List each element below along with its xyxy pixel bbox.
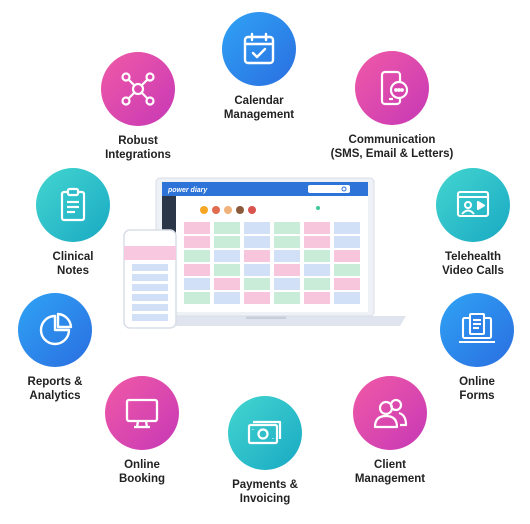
avatar-row — [200, 206, 256, 214]
calendar-cell — [244, 250, 270, 262]
money-icon — [228, 396, 302, 470]
phone-list — [132, 264, 168, 321]
calendar-cell — [244, 264, 270, 276]
calendar-cell — [214, 292, 240, 304]
calendar-cell — [184, 292, 210, 304]
laptop-notch — [246, 316, 286, 319]
calendar-cell — [274, 278, 300, 290]
feature-online-booking: Online Booking — [67, 376, 217, 486]
calendar-cell — [184, 222, 210, 234]
monitor-icon — [105, 376, 179, 450]
feature-label: Online Forms — [459, 376, 495, 402]
phone-list-row — [132, 304, 168, 311]
feature-telehealth: Telehealth Video Calls — [398, 168, 530, 278]
calendar-cell — [334, 236, 360, 248]
feature-integrations: Robust Integrations — [63, 52, 213, 162]
calendar-cell — [214, 264, 240, 276]
calendar-cell — [334, 250, 360, 262]
calendar-cell — [214, 250, 240, 262]
feature-client-management: Client Management — [315, 376, 465, 486]
calendar-cell — [304, 250, 330, 262]
calendar-cell — [184, 250, 210, 262]
feature-label: Online Booking — [119, 459, 165, 485]
calendar-check-icon — [222, 12, 296, 86]
phone-list-row — [132, 314, 168, 321]
calendar-cell — [214, 222, 240, 234]
network-icon — [101, 52, 175, 126]
feature-reports: Reports & Analytics — [0, 293, 130, 403]
calendar-cell — [334, 222, 360, 234]
calendar-cell — [184, 264, 210, 276]
feature-label: Communication (SMS, Email & Letters) — [330, 134, 454, 160]
feature-label: Telehealth Video Calls — [442, 251, 504, 277]
status-dot — [316, 206, 320, 210]
calendar-cell — [274, 264, 300, 276]
feature-payments: Payments & Invoicing — [190, 396, 340, 506]
calendar-cell — [274, 222, 300, 234]
calendar-cell — [244, 278, 270, 290]
feature-label: Client Management — [354, 459, 426, 485]
calendar-cell — [274, 292, 300, 304]
feature-label: Payments & Invoicing — [232, 479, 298, 505]
phone-highlight-row — [124, 246, 176, 260]
feature-label: Clinical Notes — [52, 251, 94, 277]
feature-label: Reports & Analytics — [27, 376, 83, 402]
calendar-cell — [184, 278, 210, 290]
calendar-cell — [184, 236, 210, 248]
calendar-cell — [304, 236, 330, 248]
pie-chart-icon — [18, 293, 92, 367]
calendar-cell — [304, 292, 330, 304]
feature-communication: Communication (SMS, Email & Letters) — [317, 51, 467, 161]
calendar-cell — [304, 278, 330, 290]
calendar-cell — [214, 236, 240, 248]
feature-label: Calendar Management — [223, 95, 295, 121]
feature-online-forms: Online Forms — [402, 293, 530, 403]
calendar-grid — [184, 222, 360, 304]
feature-clinical-notes: Clinical Notes — [0, 168, 148, 278]
calendar-cell — [304, 222, 330, 234]
users-icon — [353, 376, 427, 450]
laptop-base — [142, 316, 406, 326]
phone-list-row — [132, 264, 168, 271]
form-icon — [440, 293, 514, 367]
search-icon — [341, 186, 347, 192]
calendar-cell — [334, 292, 360, 304]
calendar-cell — [304, 264, 330, 276]
calendar-cell — [244, 222, 270, 234]
calendar-cell — [274, 236, 300, 248]
phone-chat-icon — [355, 51, 429, 125]
calendar-cell — [244, 236, 270, 248]
calendar-cell — [244, 292, 270, 304]
feature-label: Robust Integrations — [105, 135, 171, 161]
phone-list-row — [132, 284, 168, 291]
phone-list-row — [132, 274, 168, 281]
search-box — [308, 185, 350, 193]
video-call-icon — [436, 168, 510, 242]
laptop-illustration: power diary — [123, 177, 406, 329]
calendar-cell — [214, 278, 240, 290]
calendar-cell — [334, 278, 360, 290]
feature-calendar: Calendar Management — [184, 12, 334, 122]
calendar-cell — [274, 250, 300, 262]
clipboard-icon — [36, 168, 110, 242]
brand-logo: power diary — [167, 187, 208, 194]
phone-list-row — [132, 294, 168, 301]
calendar-cell — [334, 264, 360, 276]
